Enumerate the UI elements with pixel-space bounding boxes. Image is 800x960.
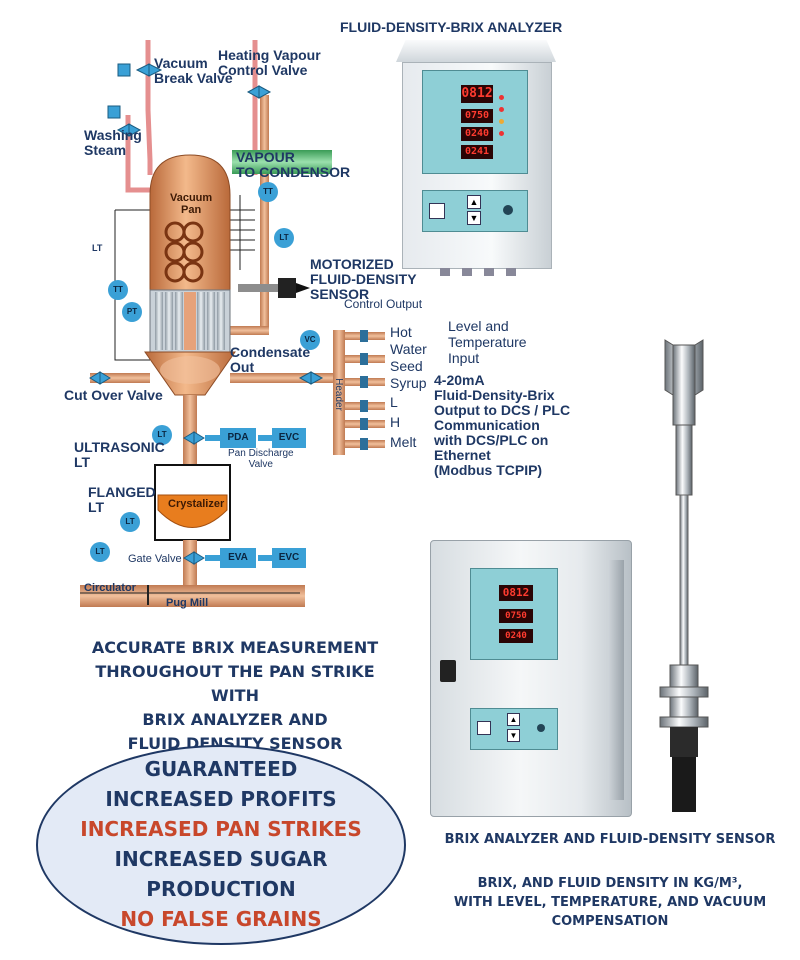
vapour-pipe (232, 150, 332, 174)
vacuum-break-valve-label: Vacuum Break Valve (154, 55, 233, 86)
analyzer-cabinet-top: 0812 0750 0240 0241 ▲ ▼ (396, 40, 556, 276)
cab-readout-1: 0812 (499, 585, 533, 601)
tt-instrument-left: TT (108, 280, 128, 300)
pda-box: PDA (220, 428, 256, 448)
benefits-ellipse (36, 745, 406, 945)
readout-3: 0240 (461, 127, 493, 141)
readout-4: 0241 (461, 145, 493, 159)
product-caption: BRIX ANALYZER AND FLUID-DENSITY SENSOR (444, 832, 776, 847)
header-label: Header (332, 378, 344, 411)
benefit-increased-sugar: INCREASED SUGAR (114, 847, 328, 871)
cab-up-arrow-icon[interactable]: ▲ (507, 713, 520, 726)
readout-1: 0812 (461, 85, 493, 103)
cab-readout-3: 0240 (499, 629, 533, 643)
evc-box-top: EVC (272, 428, 306, 448)
tt-instrument-top: TT (258, 182, 278, 202)
condensate-out-label: Condensate Out (230, 344, 311, 375)
pt-instrument: PT (122, 302, 142, 322)
fluid-density-sensor (659, 339, 709, 812)
vapour-to-condensor-label: VAPOUR TO CONDENSOR (236, 149, 351, 180)
output-description: 4-20mA Fluid-Density-Brix Output to DCS … (434, 372, 571, 478)
level-temp-input-label: Level and Temperature Input (448, 318, 527, 366)
crystalizer-vessel (157, 494, 228, 528)
benefit-increased-pan-strikes: INCREASED PAN STRIKES (80, 817, 362, 841)
eva-box: EVA (220, 548, 256, 568)
cabinet-switch[interactable] (440, 660, 456, 682)
lt-instrument-pugmill: LT (90, 542, 110, 562)
vacuum-pan-label: Vacuum Pan (170, 192, 213, 216)
lt-instrument-pan: LT (274, 228, 294, 248)
benefits-list: GUARANTEED INCREASED PROFITS INCREASED P… (36, 754, 406, 934)
analyzer-display-panel: 0812 0750 0240 0241 (422, 70, 528, 174)
motorized-sensor-label: MOTORIZED FLUID-DENSITY SENSOR (310, 256, 417, 302)
down-arrow-icon[interactable]: ▼ (467, 211, 481, 225)
analyzer-title: FLUID-DENSITY-BRIX ANALYZER (340, 19, 563, 35)
analyzer-cabinet-bottom: 0812 0750 0240 ▲ ▼ (430, 540, 632, 817)
pug-mill (80, 585, 305, 607)
left-caption: ACCURATE BRIX MEASUREMENT THROUGHOUT THE… (91, 638, 379, 753)
ultrasonic-lt-label: ULTRASONIC LT (74, 439, 165, 470)
units-caption: BRIX, AND FLUID DENSITY IN KG/M³, WITH L… (453, 876, 767, 929)
cut-over-valve-label: Cut Over Valve (64, 387, 163, 403)
benefit-no-false-grains: NO FALSE GRAINS (120, 907, 322, 931)
cab-readout-2: 0750 (499, 609, 533, 623)
lt-small-label: LT (92, 243, 103, 253)
crystalizer-label: Crystalizer (168, 498, 225, 510)
cabinet-display-panel: 0812 0750 0240 (470, 568, 558, 660)
pan-coils (164, 221, 204, 283)
washing-steam-label: Washing Steam (84, 127, 142, 158)
lt-instrument-ultrasonic: LT (152, 425, 172, 445)
pug-mill-label: Pug Mill (166, 597, 209, 609)
cab-down-arrow-icon[interactable]: ▼ (507, 729, 520, 742)
heating-vapour-valve-label: Heating Vapour Control Valve (218, 47, 321, 78)
gate-valve-label: Gate Valve (128, 553, 182, 565)
valves (89, 63, 324, 565)
readout-2: 0750 (461, 109, 493, 123)
benefit-production: PRODUCTION (146, 877, 296, 901)
evc-box-bottom: EVC (272, 548, 306, 568)
header-inputs: Hot Water Seed Syrup L H Melt (390, 324, 427, 450)
benefit-guaranteed: GUARANTEED (144, 757, 298, 781)
benefit-increased-profits: INCREASED PROFITS (105, 787, 337, 811)
analyzer-keypad[interactable]: ▲ ▼ (422, 190, 528, 232)
circulator-label: Circulator (84, 582, 136, 594)
flanged-lt-label: FLANGED LT (88, 484, 156, 515)
signal-lines (114, 195, 255, 361)
cabinet-keypad[interactable]: ▲ ▼ (470, 708, 558, 750)
vc-instrument: VC (300, 330, 320, 350)
up-arrow-icon[interactable]: ▲ (467, 195, 481, 209)
control-output-label: Control Output (344, 297, 423, 311)
pan-discharge-label: Pan Discharge Valve (228, 448, 294, 470)
lt-instrument-flanged: LT (120, 512, 140, 532)
